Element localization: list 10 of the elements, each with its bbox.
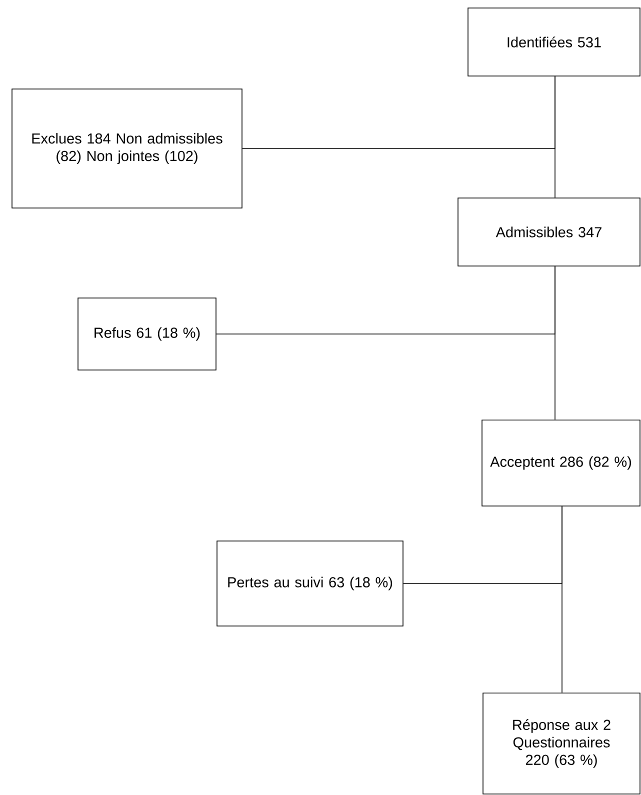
flow-box: Exclues 184 Non admissibles (82) Non jointes (102) bbox=[12, 88, 242, 208]
flow-box: Admissibles 347 bbox=[458, 198, 640, 266]
flow-box: Pertes au suivi 63 (18 %) bbox=[216, 540, 404, 626]
connector-line bbox=[216, 266, 556, 334]
connector-line bbox=[403, 506, 562, 584]
flow-box: Identifiées 531 bbox=[468, 8, 640, 76]
flow-box: Refus 61 (18 %) bbox=[78, 298, 216, 370]
flow-box: Acceptent 286 (82 %) bbox=[482, 420, 640, 506]
connector-line bbox=[242, 76, 556, 149]
flow-box: Réponse aux 2 Questionnaires 220 (63 %) bbox=[482, 692, 640, 794]
